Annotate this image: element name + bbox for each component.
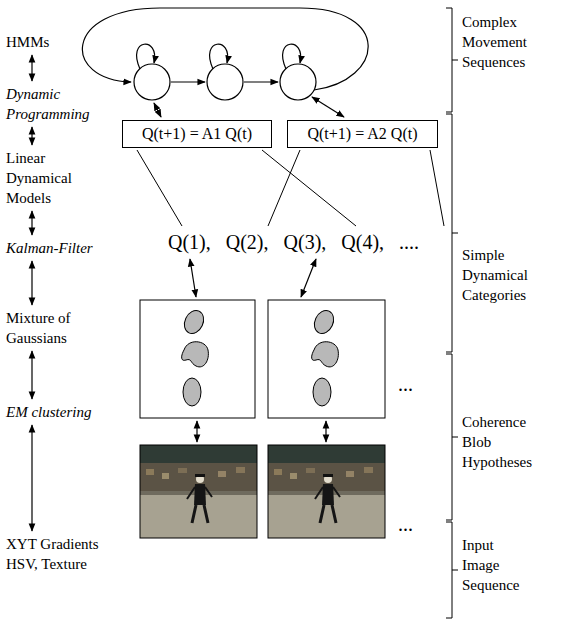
bracket [446,8,458,112]
box-text: Q(t+1) = A2 Q(t) [307,124,417,144]
transition-arrow [171,81,205,82]
text-label: Kalman-Filter [6,238,93,258]
video-frame [140,445,257,538]
double-arrow [190,259,196,297]
text-label: Q(1), Q(2), Q(3), Q(4), .... [168,230,419,254]
hmm-state [134,64,170,100]
process-box: Q(t+1) = A1 Q(t) [122,120,272,148]
hmm-state [280,64,316,100]
double-arrow [31,425,32,531]
double-arrow [154,103,161,117]
video-frame-border [268,445,385,538]
double-arrow [31,127,32,145]
text-label: Mixture of Gaussians [6,308,91,348]
bracket [446,354,458,520]
text-label: Linear Dynamical Models [6,148,84,208]
text-label: HMMs [6,32,49,52]
double-arrow [31,211,32,235]
text-label: EM clustering [6,402,91,422]
double-arrow [31,55,32,81]
text-label: Input Image Sequence [462,535,526,595]
process-box: Q(t+1) = A2 Q(t) [287,120,438,148]
segment-line [262,150,356,226]
blob-group [311,307,339,406]
blob-frame [268,300,385,418]
transition-arrow [244,81,278,82]
text-label: Simple Dynamical Categories [462,245,547,305]
text-label: Dynamic Programming [6,84,94,124]
double-arrow [312,97,344,117]
bracket [446,114,458,352]
segment-line [268,150,300,226]
double-arrow [196,421,197,442]
hmm-state [207,64,243,100]
text-label: ... [398,512,413,536]
video-frame [268,445,385,538]
double-arrow [31,261,32,305]
text-label: XYT Gradients HSV, Texture [6,534,111,574]
segment-line [430,150,444,226]
segment-line [137,150,182,226]
double-arrow [301,259,316,297]
blob-group [181,307,209,406]
bracket [446,522,458,618]
blob-frame [140,300,255,418]
text-label: ... [398,372,413,396]
video-frame-border [140,445,257,538]
text-label: Complex Movement Sequences [462,12,547,72]
double-arrow [325,421,326,442]
text-label: Coherence Blob Hypotheses [462,412,547,472]
double-arrow [31,351,32,399]
box-text: Q(t+1) = A1 Q(t) [142,124,252,144]
